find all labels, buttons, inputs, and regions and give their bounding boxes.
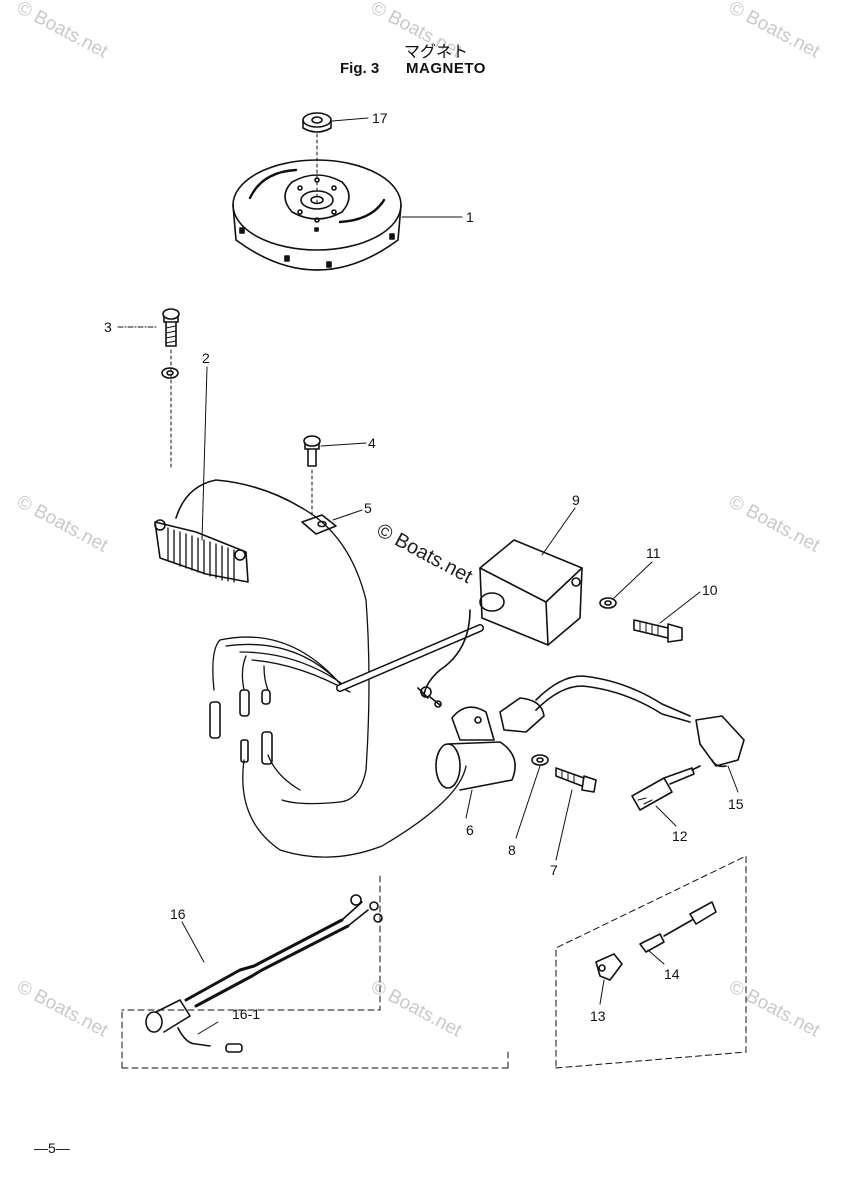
leader-12: [655, 805, 677, 827]
part-12-spark-plug: [631, 765, 701, 811]
part-7-bolt: [555, 767, 597, 793]
leader-16: [181, 921, 205, 963]
leader-13: [599, 979, 605, 1005]
wire-harness: [212, 507, 484, 858]
callout-5: 5: [364, 500, 372, 516]
part-16-assembly: [121, 875, 509, 1069]
leader-6: [465, 789, 473, 819]
part-9-cdi-unit: [423, 539, 583, 696]
leader-9: [541, 507, 576, 556]
leader-7: [555, 789, 573, 861]
callout-17: 17: [372, 110, 388, 126]
callout-14: 14: [664, 966, 680, 982]
leader-10: [659, 591, 701, 624]
washer-3: [161, 367, 179, 379]
leader-5: [332, 509, 363, 521]
part-4-screw: [303, 435, 321, 467]
part-1-flywheel: [232, 159, 402, 271]
figure-label: Fig. 3: [340, 60, 380, 77]
leader-11: [613, 561, 653, 599]
wire-connectors: [209, 689, 273, 765]
callout-8: 8: [508, 842, 516, 858]
callout-6: 6: [466, 822, 474, 838]
leader-14: [647, 949, 665, 965]
callout-15: 15: [728, 796, 744, 812]
part-11-washer: [599, 597, 617, 609]
part-8-washer: [531, 754, 549, 766]
title-japanese: マグネト: [404, 42, 469, 61]
callout-7: 7: [550, 862, 558, 878]
part-17-nut: [302, 112, 332, 133]
ground-terminal: [417, 686, 442, 708]
part-3-screw: [162, 308, 180, 347]
callout-16: 16: [170, 906, 186, 922]
part-6-ignition-coil: [435, 675, 691, 791]
callout-9: 9: [572, 492, 580, 508]
part-10-bolt: [633, 619, 683, 643]
callout-12: 12: [672, 828, 688, 844]
leader-16-1: [197, 1021, 219, 1035]
callout-2: 2: [202, 350, 210, 366]
leader-15: [727, 765, 739, 793]
callout-1: 1: [466, 209, 474, 225]
part-2-coil: [154, 479, 303, 583]
part-13-14-assembly: [555, 855, 747, 1069]
leader-17: [331, 117, 369, 122]
leader-2: [201, 366, 208, 541]
callout-10: 10: [702, 582, 718, 598]
part-15-plug-cap: [695, 715, 745, 768]
leader-8: [515, 765, 541, 839]
leader-4: [320, 442, 367, 447]
page-number: —5—: [34, 1140, 70, 1156]
page-title: MAGNETO: [406, 60, 486, 77]
callout-11: 11: [646, 545, 661, 561]
callout-4: 4: [368, 435, 376, 451]
callout-16-1: 16-1: [232, 1006, 261, 1022]
callout-13: 13: [590, 1008, 606, 1024]
callout-3: 3: [104, 319, 112, 335]
